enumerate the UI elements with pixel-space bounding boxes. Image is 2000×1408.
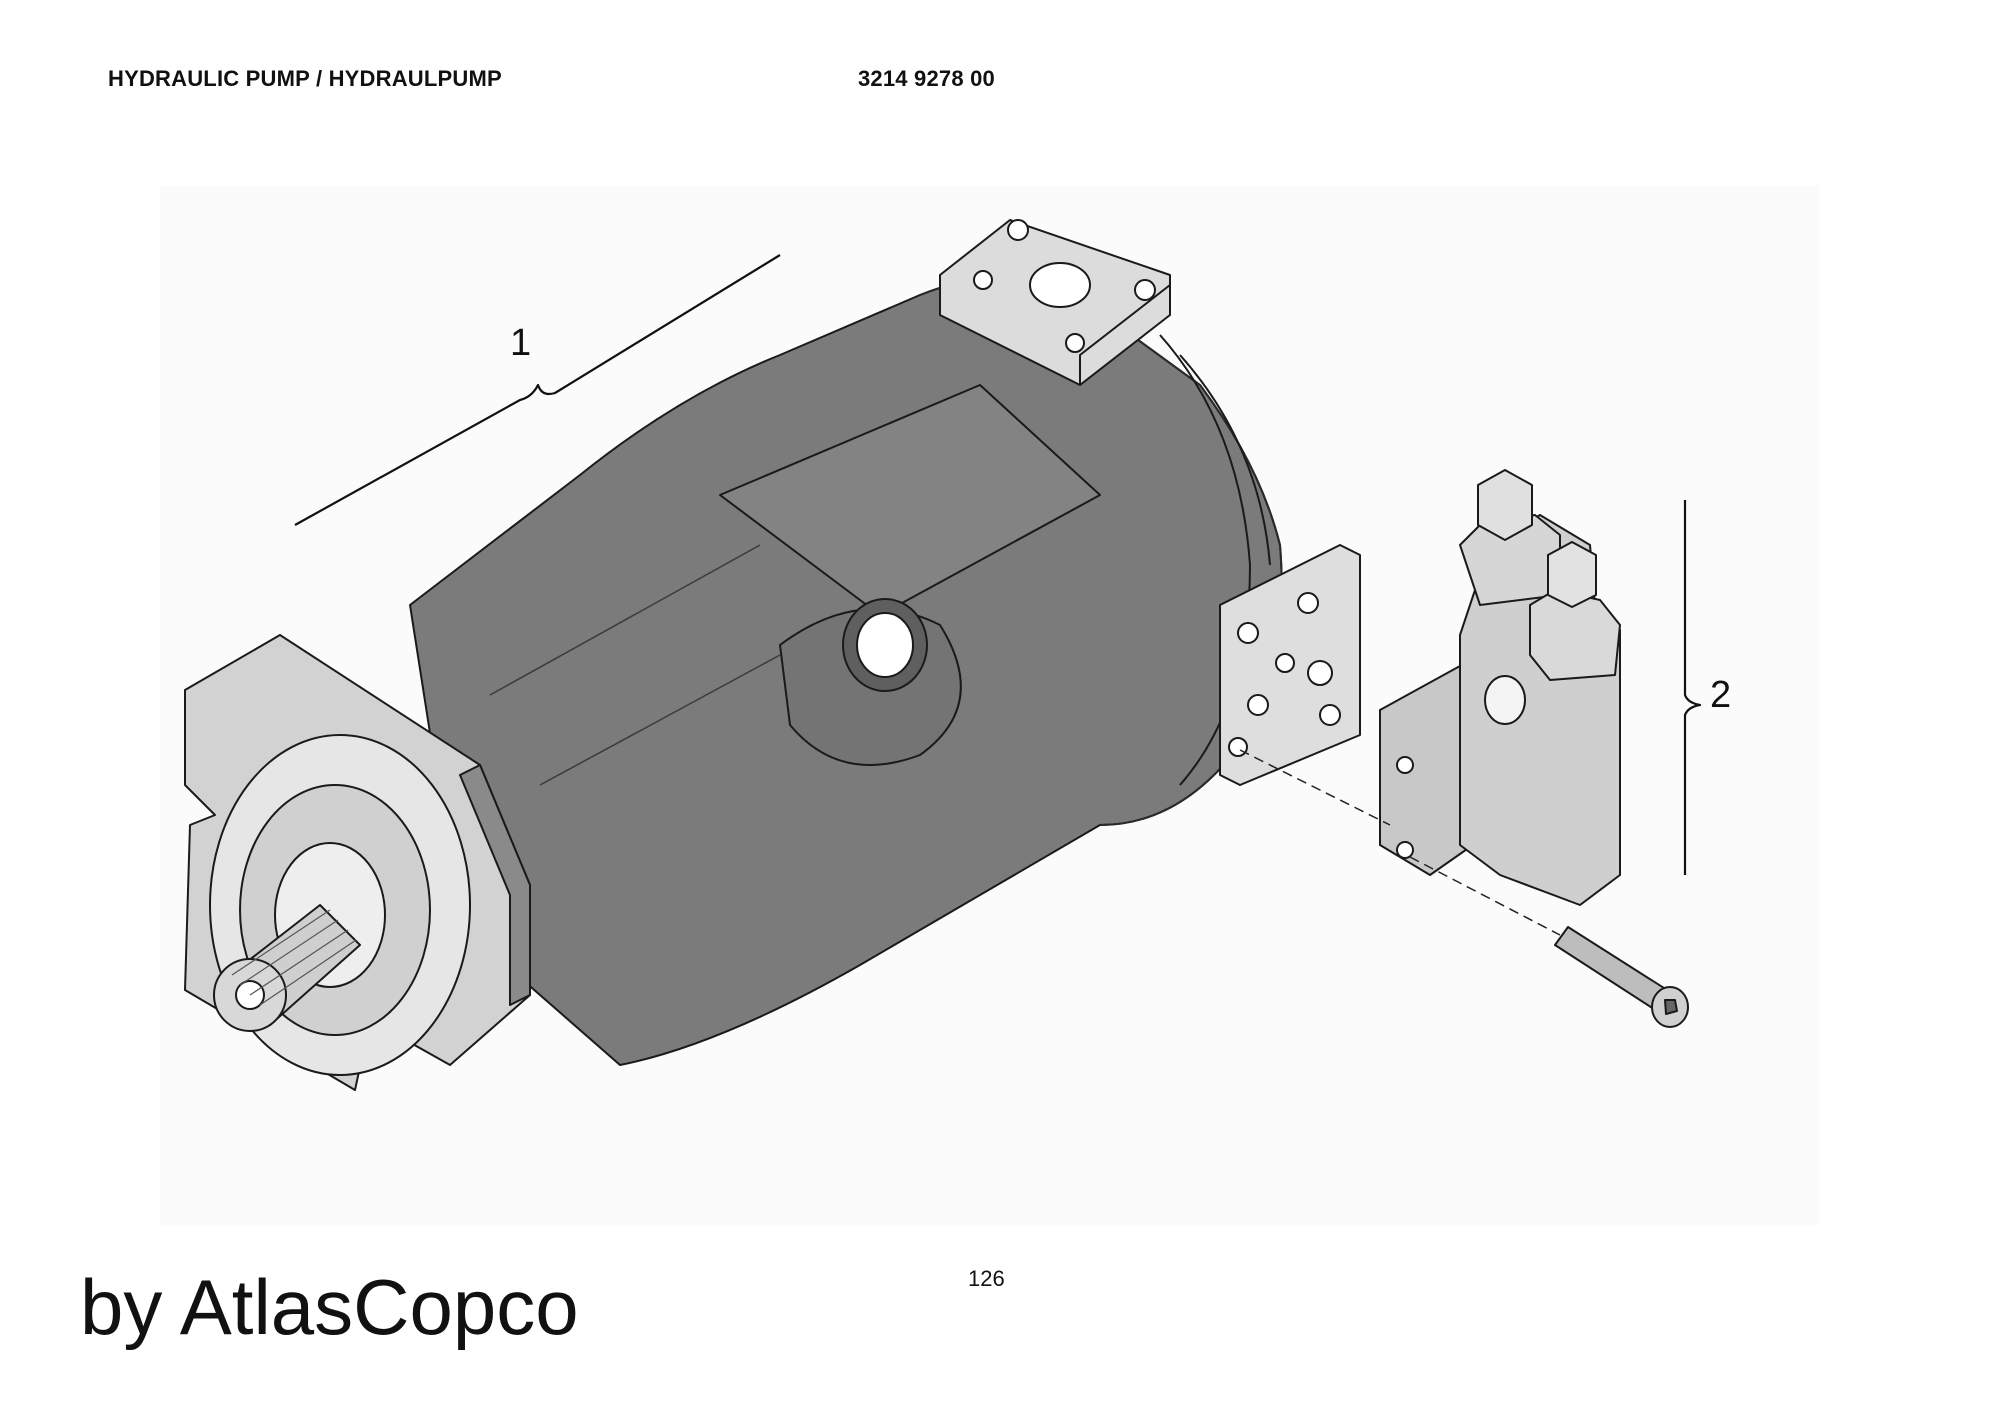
relief-valve — [1379, 469, 1621, 906]
drive-shaft — [213, 904, 361, 1032]
page-number: 126 — [968, 1266, 1005, 1291]
exploded-view-figure: 1 2 — [160, 185, 1820, 1225]
callout-2-bracket — [1683, 500, 1702, 875]
part-number: 3214 9278 00 — [858, 66, 995, 91]
assembly-line-1 — [1239, 749, 1391, 826]
callout-label-1: 1 — [510, 322, 531, 364]
brand-signature: by AtlasCopco — [80, 1263, 579, 1351]
callout-1-bracket — [294, 254, 781, 526]
callout-label-2: 2 — [1710, 674, 1731, 716]
pump-body — [409, 276, 1283, 1066]
mounting-screw — [1554, 926, 1689, 1028]
pump-drawing: 1 2 — [184, 219, 1731, 1091]
assembly-line-2 — [1409, 856, 1561, 936]
side-manifold-face — [1219, 544, 1361, 786]
top-port-flange — [939, 219, 1171, 386]
page-title: HYDRAULIC PUMP / HYDRAULPUMP — [108, 66, 502, 91]
